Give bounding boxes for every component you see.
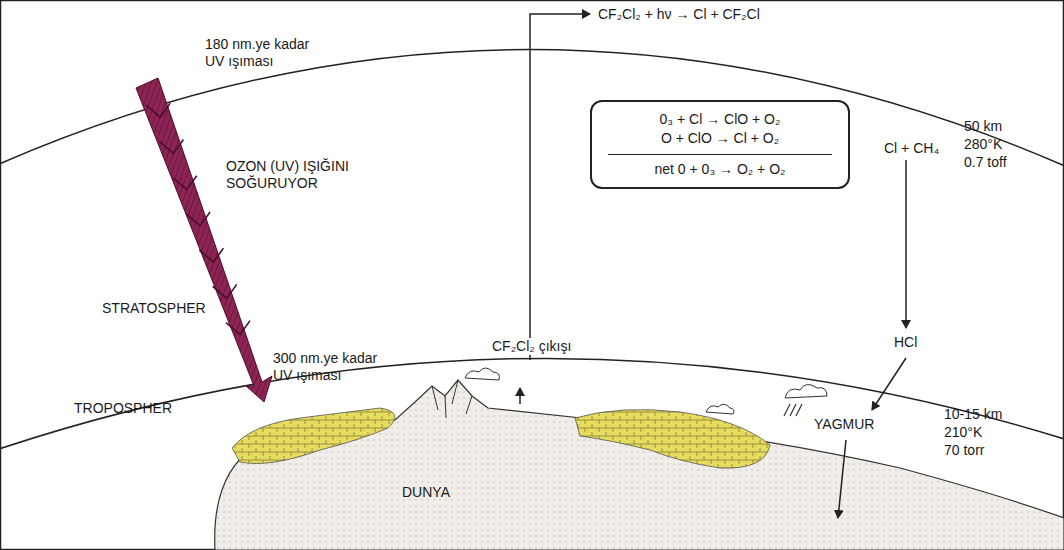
pressure: 70 torr xyxy=(944,442,984,459)
emission-arrow xyxy=(519,388,521,404)
reaction-box: 0₃ + Cl → ClO + O₂O + ClO → Cl + O₂ net 0… xyxy=(590,100,850,189)
tropopause xyxy=(0,358,1064,452)
product-label: HCl xyxy=(894,334,917,351)
rain-label: YAGMUR xyxy=(812,416,876,433)
reaction-step: O + ClO → Cl + O₂ xyxy=(608,129,832,148)
land-patch xyxy=(232,408,395,464)
rain xyxy=(784,404,802,416)
uv-chevrons xyxy=(146,103,250,334)
rain-arrow xyxy=(872,358,906,410)
reaction-step: 0₃ + Cl → ClO + O₂ xyxy=(608,110,832,129)
photolysis-reaction: CF₂Cl₂ + hν → Cl + CF₂Cl xyxy=(598,6,760,23)
uv-label: 300 nm.ye kadar UV ışıması xyxy=(273,350,398,384)
altitude: 50 km xyxy=(964,118,1002,135)
altitude: 10-15 km xyxy=(944,406,1002,423)
ozone-label: OZON (UV) IŞIĞINI SOĞURUYOR xyxy=(226,158,406,192)
rise-arrow xyxy=(530,14,590,360)
layer-name: TROPOSPHER xyxy=(74,400,172,417)
methane-reaction: Cl + CH₄ xyxy=(884,140,939,157)
uv-label: 180 nm.ye kadar UV ışıması xyxy=(205,36,325,70)
emission-label: CF₂Cl₂ çıkışı xyxy=(490,338,573,355)
net-reaction: net 0 + 0₃ → O₂ + O₂ xyxy=(608,154,832,179)
hcl-arrow xyxy=(905,160,907,328)
earth-label: DUNYA xyxy=(402,484,450,501)
temperature: 280°K xyxy=(964,136,1002,153)
cloud xyxy=(465,368,499,380)
layer-name: STRATOSPHER xyxy=(102,300,206,317)
rain-arrow xyxy=(838,440,846,518)
pressure: 0.7 toff xyxy=(964,154,1007,171)
temperature: 210°K xyxy=(944,424,982,441)
land-patch xyxy=(575,410,770,469)
rain-cloud xyxy=(785,384,827,398)
cloud xyxy=(706,404,734,414)
mountains xyxy=(432,380,472,418)
uv-arrow xyxy=(136,78,272,402)
earth-surface xyxy=(215,380,1064,550)
